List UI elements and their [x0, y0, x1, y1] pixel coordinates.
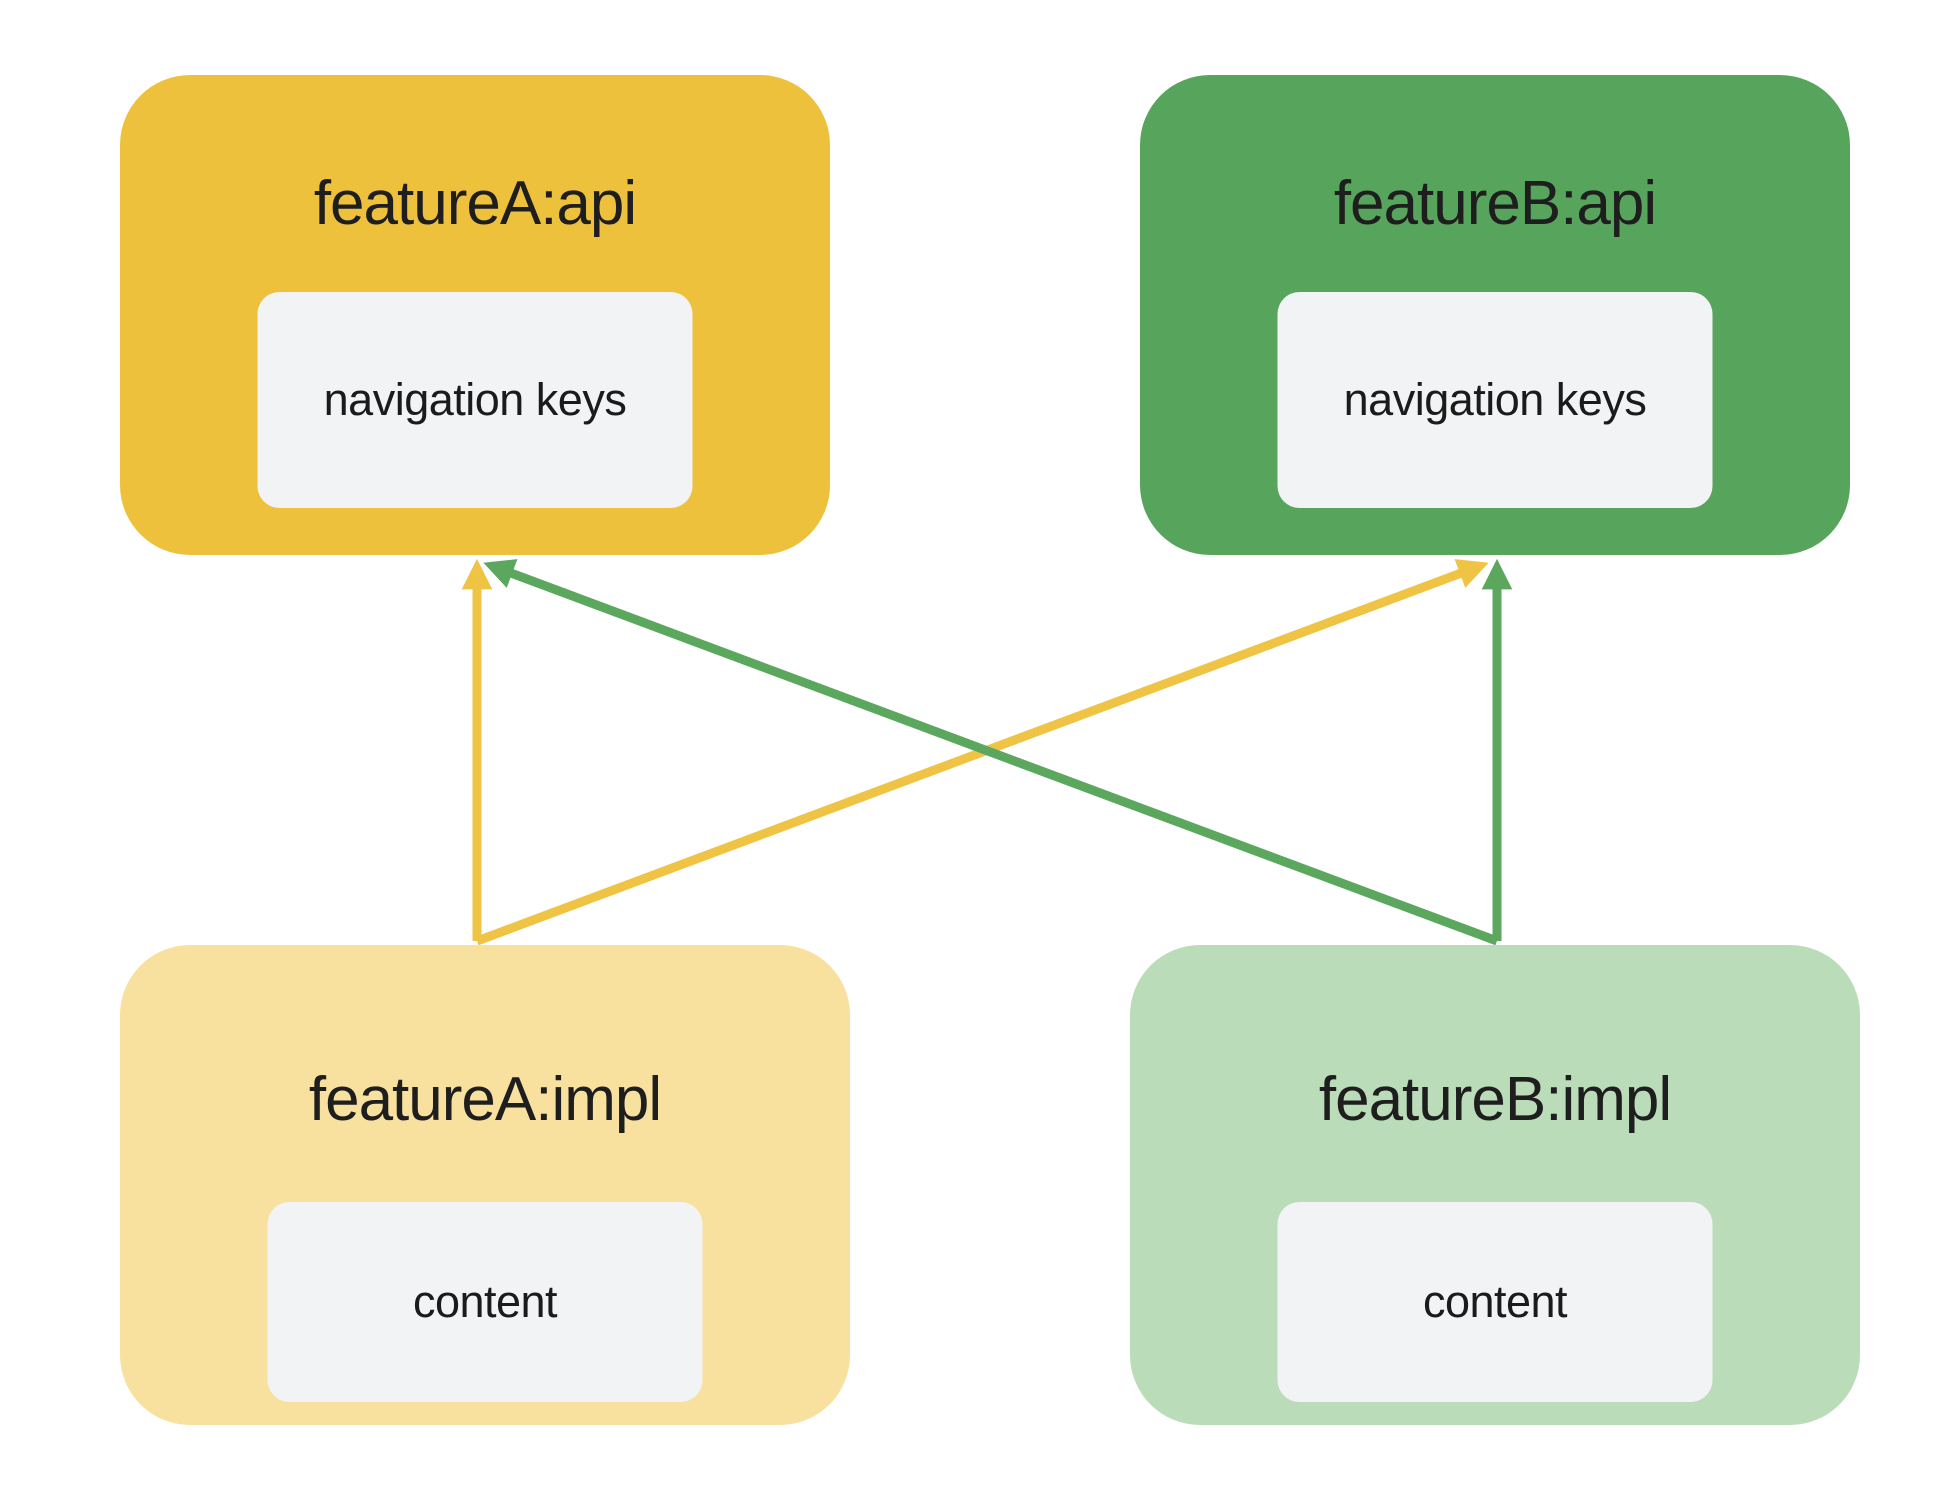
node-featureA-api: featureA:api navigation keys [120, 75, 830, 555]
node-featureA-api-inner-label: navigation keys [323, 374, 627, 425]
node-featureA-impl-inner-label: content [412, 1276, 558, 1327]
node-featureB-impl-inner-label: content [1422, 1276, 1568, 1327]
node-featureA-api-title: featureA:api [313, 169, 637, 238]
node-featureB-impl: featureB:impl content [1130, 945, 1860, 1425]
node-featureB-impl-title: featureB:impl [1318, 1065, 1672, 1134]
node-featureB-api: featureB:api navigation keys [1140, 75, 1850, 555]
edge-featureB-impl-to-featureA-api [483, 559, 1499, 946]
node-featureB-impl-inner-box: content [1277, 1202, 1713, 1402]
edge-featureA-impl-to-featureB-api [475, 559, 1489, 946]
node-featureB-api-inner-box: navigation keys [1277, 292, 1713, 508]
node-featureB-api-inner-label: navigation keys [1343, 374, 1647, 425]
node-featureB-api-title: featureB:api [1333, 169, 1657, 238]
node-featureA-impl-inner-box: content [267, 1202, 703, 1402]
node-featureA-impl: featureA:impl content [120, 945, 850, 1425]
node-featureA-api-inner-box: navigation keys [257, 292, 693, 508]
node-featureA-impl-title: featureA:impl [308, 1065, 662, 1134]
